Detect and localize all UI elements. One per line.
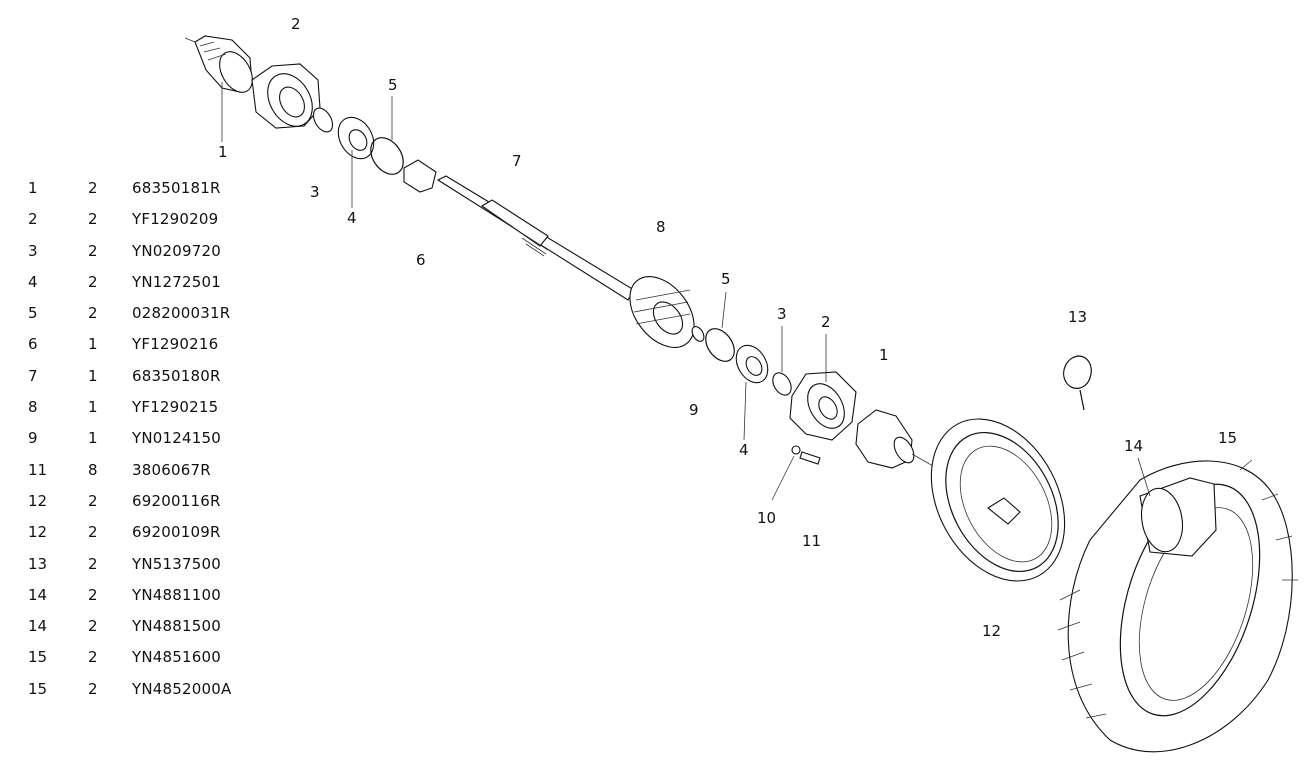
qty-cell: 8 bbox=[88, 460, 98, 479]
callout-4-mid: 4 bbox=[739, 441, 749, 459]
part-gear bbox=[629, 276, 695, 348]
part-number-cell: YN5137500 bbox=[132, 554, 221, 573]
part-ring-small-mid bbox=[691, 326, 705, 342]
qty-cell: 2 bbox=[88, 648, 98, 667]
qty-cell: 1 bbox=[88, 429, 98, 448]
ref-cell: 6 bbox=[28, 335, 38, 354]
callout-4-top: 4 bbox=[347, 209, 357, 227]
part-number-cell: YN4881100 bbox=[132, 585, 221, 604]
ref-cell: 7 bbox=[28, 366, 38, 385]
ref-cell: 13 bbox=[28, 554, 48, 573]
callout-12: 12 bbox=[982, 622, 1001, 640]
callout-2-mid: 2 bbox=[821, 313, 831, 331]
part-bearing-mid bbox=[735, 344, 769, 384]
qty-cell: 2 bbox=[88, 210, 98, 229]
part-boot-mid bbox=[855, 409, 915, 469]
part-clip bbox=[1063, 355, 1092, 411]
part-number-cell: 68350180R bbox=[132, 366, 221, 385]
part-boot-upper bbox=[194, 35, 253, 93]
qty-cell: 2 bbox=[88, 491, 98, 510]
ref-cell: 14 bbox=[28, 585, 48, 604]
part-number-cell: YF1290215 bbox=[132, 398, 219, 417]
ref-cell: 2 bbox=[28, 210, 38, 229]
part-number-cell: 69200109R bbox=[132, 523, 221, 542]
part-number-cell: YN0124150 bbox=[132, 429, 221, 448]
callout-5-top: 5 bbox=[388, 76, 398, 94]
qty-cell: 2 bbox=[88, 304, 98, 323]
callout-3-mid: 3 bbox=[777, 305, 787, 323]
ref-cell: 5 bbox=[28, 304, 38, 323]
callout-6: 6 bbox=[416, 251, 426, 269]
ref-cell: 1 bbox=[28, 179, 38, 197]
part-sleeve bbox=[403, 159, 437, 193]
callout-9: 9 bbox=[689, 401, 699, 419]
part-hub-mid bbox=[789, 371, 857, 441]
callout-1-mid: 1 bbox=[879, 346, 889, 364]
ref-cell: 11 bbox=[28, 460, 48, 479]
ref-cell: 9 bbox=[28, 429, 38, 448]
qty-cell: 2 bbox=[88, 272, 98, 291]
callout-10: 10 bbox=[757, 509, 776, 527]
part-number-cell: YN4852000A bbox=[132, 679, 232, 698]
ref-cell: 15 bbox=[28, 679, 48, 698]
qty-cell: 2 bbox=[88, 679, 98, 698]
qty-cell: 2 bbox=[88, 617, 98, 636]
part-number-cell: YN1272501 bbox=[132, 272, 221, 291]
part-number-cell: YF1290209 bbox=[132, 210, 219, 229]
ref-cell: 15 bbox=[28, 648, 48, 667]
part-stud bbox=[799, 451, 821, 465]
ref-cell: 14 bbox=[28, 617, 48, 636]
part-bearing-upper bbox=[337, 116, 375, 160]
part-axle-shaft bbox=[436, 175, 635, 301]
callout-13: 13 bbox=[1068, 308, 1087, 326]
callout-11: 11 bbox=[802, 532, 821, 550]
part-circlip-mid bbox=[705, 328, 735, 362]
part-nut bbox=[791, 445, 801, 455]
qty-cell: 1 bbox=[88, 335, 98, 354]
callout-1-top: 1 bbox=[218, 143, 228, 161]
qty-cell: 2 bbox=[88, 554, 98, 573]
part-number-cell: YF1290216 bbox=[132, 335, 219, 354]
qty-cell: 2 bbox=[88, 241, 98, 260]
qty-cell: 2 bbox=[88, 523, 98, 542]
part-number-cell: 68350181R bbox=[132, 179, 221, 197]
part-tube bbox=[1139, 477, 1217, 557]
callout-8: 8 bbox=[656, 218, 666, 236]
part-tyre bbox=[1057, 459, 1298, 753]
callout-14: 14 bbox=[1124, 437, 1143, 455]
leader-lines bbox=[221, 82, 1151, 501]
qty-cell: 1 bbox=[88, 398, 98, 417]
part-number-cell: 3806067R bbox=[132, 460, 211, 479]
ref-cell: 12 bbox=[28, 523, 48, 542]
ref-cell: 3 bbox=[28, 241, 38, 260]
ref-cell: 4 bbox=[28, 272, 38, 291]
qty-cell: 2 bbox=[88, 585, 98, 604]
qty-cell: 1 bbox=[88, 366, 98, 385]
part-wheel-rim bbox=[930, 418, 1066, 582]
part-number-cell: 69200116R bbox=[132, 491, 221, 510]
part-ring-mid bbox=[772, 372, 792, 396]
callout-15: 15 bbox=[1218, 429, 1237, 447]
part-number-cell: YN0209720 bbox=[132, 241, 221, 260]
callout-3-top: 3 bbox=[310, 183, 320, 201]
callout-7: 7 bbox=[512, 152, 522, 170]
part-number-cell: YN4881500 bbox=[132, 617, 221, 636]
part-circlip-upper bbox=[370, 137, 404, 175]
part-hub-upper bbox=[251, 63, 321, 129]
part-number-cell: YN4851600 bbox=[132, 648, 221, 667]
part-number-cell: 028200031R bbox=[132, 304, 231, 323]
ref-cell: 8 bbox=[28, 398, 38, 417]
qty-cell: 2 bbox=[88, 179, 98, 197]
part-ring-upper bbox=[312, 107, 334, 133]
ref-cell: 12 bbox=[28, 491, 48, 510]
callout-2-top: 2 bbox=[291, 15, 301, 33]
callout-5-mid: 5 bbox=[721, 270, 731, 288]
